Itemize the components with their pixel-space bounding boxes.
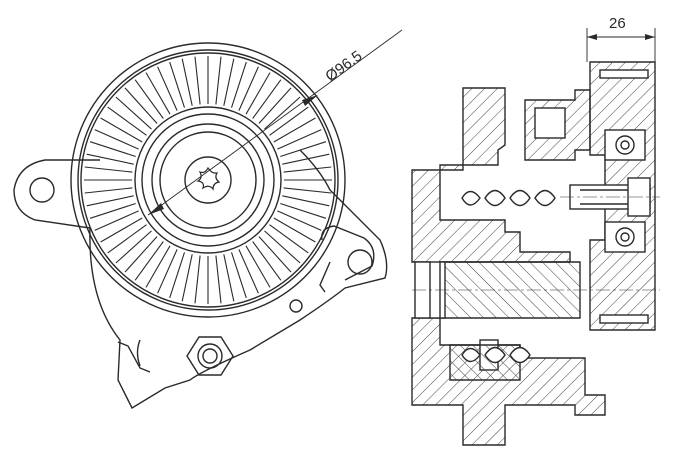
- pulley-rib: [124, 87, 158, 124]
- pulley-rib: [169, 61, 186, 108]
- pulley-rib: [181, 254, 193, 302]
- pulley-rib: [86, 153, 134, 165]
- pulley-rib: [264, 230, 301, 264]
- pulley-rib: [245, 245, 271, 288]
- pulley-rib: [252, 241, 282, 281]
- right-lug-hole: [347, 249, 373, 275]
- pulley-rib: [157, 249, 178, 294]
- pulley-rib: [280, 202, 327, 219]
- pulley-rib: [86, 195, 134, 207]
- pulley-rib: [157, 66, 178, 111]
- pulley-rib: [107, 106, 147, 136]
- section-view: [411, 28, 660, 446]
- pulley-rib: [215, 56, 222, 105]
- pulley-rib: [273, 217, 316, 243]
- pulley-rib: [230, 61, 247, 108]
- pulley-rib: [115, 230, 152, 264]
- pulley-rib: [273, 117, 316, 143]
- pulley-rib: [258, 87, 292, 124]
- diameter-label: Ø96.5: [322, 47, 365, 85]
- pulley-rib: [181, 58, 193, 106]
- pulley-rib: [282, 153, 330, 165]
- pulley-rib: [115, 96, 152, 130]
- pulley-rib: [94, 210, 139, 231]
- pulley-rib: [94, 129, 139, 150]
- pulley-rib: [252, 79, 282, 119]
- pulley-rib: [283, 187, 332, 194]
- pulley-rib: [223, 58, 235, 106]
- pulley-rib: [238, 249, 259, 294]
- width-label: 26: [609, 15, 626, 32]
- pulley-rib: [84, 187, 133, 194]
- pulley-rib: [89, 202, 136, 219]
- pulley-rib: [89, 141, 136, 158]
- front-view: [13, 29, 403, 409]
- pulley-rib: [280, 141, 327, 158]
- pulley-rib: [169, 252, 186, 299]
- pulley-rib: [134, 79, 164, 119]
- pulley-rib: [264, 96, 301, 130]
- pulley-rib: [223, 254, 235, 302]
- pulley-rib: [194, 255, 201, 304]
- pulley-rib: [282, 195, 330, 207]
- base-bracket: [13, 149, 388, 409]
- torx-icon: [196, 166, 221, 191]
- pulley-outer: [70, 42, 346, 318]
- pulley-rib: [100, 217, 143, 243]
- pulley-rib: [245, 72, 271, 115]
- pulley-rib: [145, 245, 171, 288]
- pulley-rib: [100, 117, 143, 143]
- pulley-rib: [269, 224, 309, 254]
- pulley-rib: [238, 66, 259, 111]
- pulley-rib: [258, 236, 292, 273]
- hex-bolt: [186, 336, 234, 376]
- torsion-spring: [461, 189, 556, 364]
- pulley-rib: [283, 166, 332, 173]
- pulley-rib: [269, 106, 309, 136]
- right-lug: [321, 225, 375, 281]
- pulley-rib: [145, 72, 171, 115]
- pulley-rib: [230, 252, 247, 299]
- pulley-rib: [84, 166, 133, 173]
- pulley-rib: [107, 224, 147, 254]
- pulley-rib: [277, 210, 322, 231]
- pulley-rib: [194, 56, 201, 105]
- left-lug-hole: [29, 177, 55, 203]
- bearing: [604, 129, 646, 253]
- pulley-hub: [151, 123, 265, 237]
- pulley-rib: [134, 241, 164, 281]
- pulley-ribs: [84, 56, 332, 304]
- pulley-rib: [124, 236, 158, 273]
- pulley-rib: [277, 129, 322, 150]
- pulley-rib: [215, 255, 222, 304]
